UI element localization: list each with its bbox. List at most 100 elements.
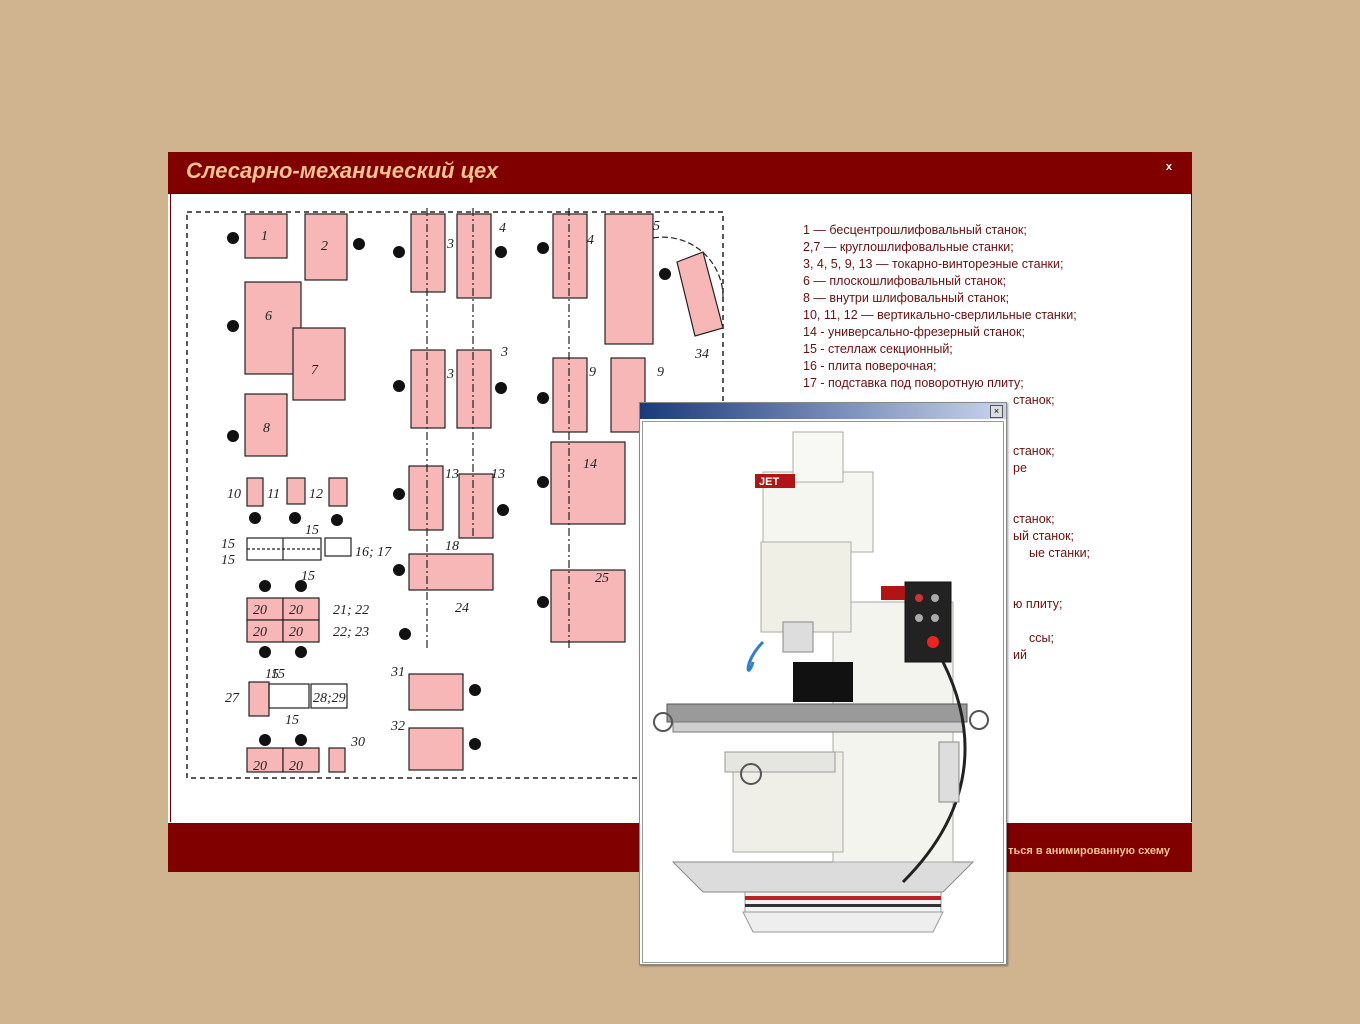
popup-close-button[interactable]: × <box>990 405 1003 418</box>
label-31: 31 <box>390 665 405 680</box>
machine-popup: × JET <box>639 402 1007 965</box>
milling-machine-image: JET <box>642 421 1004 963</box>
machine-20e <box>246 747 284 773</box>
legend-item: станок; <box>1013 512 1055 526</box>
legend-item: ые станки; <box>1029 546 1091 560</box>
label-15g: 15 <box>285 713 299 728</box>
label-20f: 20 <box>289 759 303 774</box>
machine-31 <box>408 673 464 711</box>
label-20e: 20 <box>253 759 267 774</box>
machine-1 <box>244 213 288 259</box>
label-18: 18 <box>445 539 459 554</box>
label-15d: 15 <box>301 569 315 584</box>
machine-8 <box>244 393 288 457</box>
legend-item: ий <box>1013 648 1027 662</box>
label-15f: 15 <box>271 667 285 682</box>
label-20a: 20 <box>253 603 267 618</box>
window-title: Слесарно-механический цех <box>186 158 499 183</box>
legend-item: ый станок; <box>1013 529 1075 543</box>
label-13a: 13 <box>445 467 459 482</box>
close-button[interactable]: x <box>1165 161 1172 173</box>
label-7: 7 <box>311 363 319 378</box>
machine-4a <box>456 213 492 299</box>
label-28-29: 28;29 <box>313 691 346 706</box>
label-15c: 15 <box>221 553 235 568</box>
label-20c: 20 <box>253 625 267 640</box>
machine-32 <box>408 727 464 771</box>
label-5: 5 <box>653 219 660 234</box>
machine-12 <box>328 477 348 507</box>
machine-9a <box>552 357 588 433</box>
machine-3c <box>456 349 492 429</box>
machine-18 <box>408 553 494 591</box>
legend-item: станок; <box>1013 393 1055 407</box>
legend-item: 1 — бесцентрошлифовальный станок; <box>803 223 1027 237</box>
label-22-23: 22; 23 <box>333 625 369 640</box>
label-32: 32 <box>390 719 405 734</box>
machine-34 <box>676 251 724 337</box>
label-3c: 3 <box>500 345 508 360</box>
legend-item: 15 - стеллаж секционный; <box>803 342 953 356</box>
label-9a: 9 <box>589 365 596 380</box>
plate-28-29 <box>310 683 348 709</box>
legend-item: 2,7 — круглошлифовальные станки; <box>803 240 1014 254</box>
label-34: 34 <box>694 347 709 362</box>
label-30: 30 <box>350 735 365 750</box>
machine-5 <box>604 213 654 345</box>
label-3b: 3 <box>446 367 454 382</box>
label-24: 24 <box>455 601 469 616</box>
label-15b: 15 <box>221 537 235 552</box>
label-11: 11 <box>267 487 280 502</box>
label-13b: 13 <box>491 467 505 482</box>
label-14: 14 <box>583 457 597 472</box>
machine-3b <box>410 349 446 429</box>
label-9b: 9 <box>657 365 664 380</box>
legend-item: 14 - универсально-фрезерный станок; <box>803 325 1025 339</box>
legend-list: 1 — бесцентрошлифовальный станок; 2,7 — … <box>803 222 1123 664</box>
machine-20d <box>282 619 320 643</box>
brand-logo: JET <box>759 476 779 488</box>
legend-item: ссы; <box>1029 631 1054 645</box>
machine-27 <box>248 681 270 717</box>
machine-25 <box>550 569 626 643</box>
legend-item: 8 — внутри шлифовальный станок; <box>803 291 1010 305</box>
legend-item: станок; <box>1013 444 1055 458</box>
legend-item: 6 — плоскошлифовальный станок; <box>803 274 1007 288</box>
label-20d: 20 <box>289 625 303 640</box>
label-4: 4 <box>499 221 506 236</box>
label-3: 3 <box>446 237 454 252</box>
label-4b: 4 <box>587 233 594 248</box>
rack-15b <box>268 683 310 709</box>
label-2: 2 <box>321 239 328 254</box>
machine-14 <box>550 441 626 525</box>
legend-item: 17 - подставка под поворотную плиту; <box>803 376 1024 390</box>
label-12: 12 <box>309 487 323 502</box>
legend-item: ю плиту; <box>1013 597 1063 611</box>
label-27: 27 <box>225 691 240 706</box>
machine-13a <box>408 465 444 531</box>
popup-titlebar[interactable]: × <box>640 403 1006 419</box>
machine-11 <box>286 477 306 505</box>
machine-3a <box>410 213 446 293</box>
machine-6 <box>244 281 302 375</box>
machine-30 <box>328 747 346 773</box>
label-15e: 15 <box>265 667 279 682</box>
legend-item: 10, 11, 12 — вертикально-сверлильные ста… <box>803 308 1077 322</box>
legend-item: 16 - плита поверочная; <box>803 359 937 373</box>
animated-scheme-link[interactable]: ться в анимированную схему <box>1008 845 1170 857</box>
plate-16 <box>324 537 352 557</box>
label-25: 25 <box>595 571 609 586</box>
machine-20f <box>282 747 320 773</box>
legend-item: ре <box>1013 461 1027 475</box>
label-10: 10 <box>227 487 241 502</box>
milling-machine-illustration: JET <box>653 431 989 933</box>
legend-item: 3, 4, 5, 9, 13 — токарно-винтореэные ста… <box>803 257 1064 271</box>
label-16-17: 16; 17 <box>355 545 392 560</box>
label-8: 8 <box>263 421 270 436</box>
machine-2 <box>304 213 348 281</box>
label-6: 6 <box>265 309 272 324</box>
label-15a: 15 <box>305 523 319 538</box>
label-21-22: 21; 22 <box>333 603 369 618</box>
machine-10 <box>246 477 264 507</box>
label-1: 1 <box>261 229 268 244</box>
